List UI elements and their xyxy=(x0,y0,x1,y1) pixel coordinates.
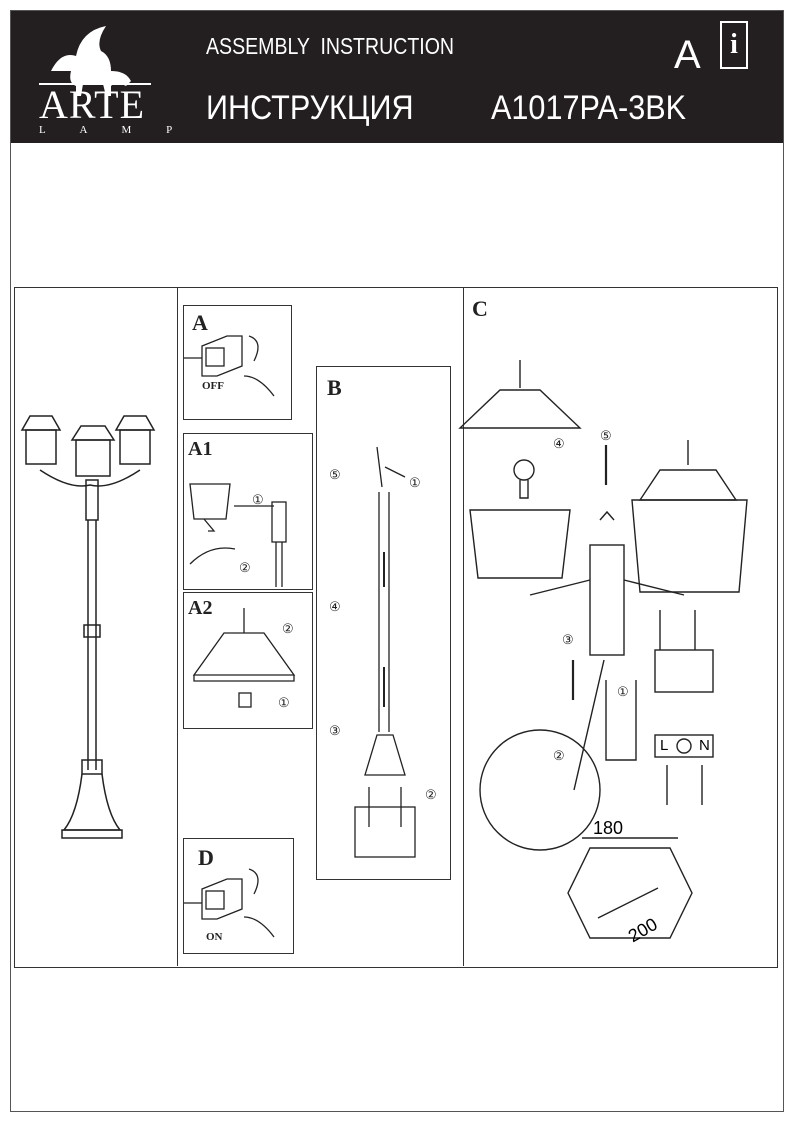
step-number: ③ xyxy=(562,632,574,647)
panel-d-switch-on: D ON xyxy=(183,838,294,954)
griffin-logo-icon xyxy=(39,26,151,96)
title-english: ASSEMBLY INSTRUCTION xyxy=(206,33,455,59)
panel-a-switch-off: A OFF xyxy=(183,305,292,420)
step-number: ① xyxy=(252,492,264,507)
switch-state-off: OFF xyxy=(202,380,224,392)
step-number: ② xyxy=(553,748,565,763)
step-number: ④ xyxy=(553,436,565,451)
pole-assembly-drawing xyxy=(354,446,416,858)
terminal-live-label: L xyxy=(660,737,669,754)
step-number: ③ xyxy=(329,723,341,738)
panel-b-label: B xyxy=(327,375,342,400)
step-number: ① xyxy=(278,695,290,710)
column-divider xyxy=(177,288,178,966)
base-width-dimension: 180 xyxy=(593,818,624,838)
manual-info-icon: i xyxy=(720,21,748,69)
step-number: ⑤ xyxy=(329,467,341,482)
step-number: ① xyxy=(409,475,421,490)
switch-state-on: ON xyxy=(206,931,223,943)
panel-a2-label: A2 xyxy=(188,597,213,619)
step-number: ④ xyxy=(329,599,341,614)
wall-switch-hand-icon xyxy=(184,868,275,938)
wall-switch-hand-icon xyxy=(184,335,275,397)
panel-d-label: D xyxy=(198,845,214,870)
panel-c-label: C xyxy=(472,296,488,321)
step-number: ② xyxy=(282,621,294,636)
step-number: ② xyxy=(239,560,251,575)
step-number: ① xyxy=(617,684,629,699)
panel-a1-label: A1 xyxy=(188,438,213,460)
title-russian: ИНСТРУКЦИЯ xyxy=(206,89,414,127)
panel-a2: A2 ② ① xyxy=(183,592,313,729)
panel-b-pole-assembly: B ⑤ ① ④ ③ ② xyxy=(316,366,451,880)
terminal-neutral-label: N xyxy=(699,737,710,754)
lamp-roof-drawing xyxy=(192,608,296,708)
brand-sub-text: L A M P xyxy=(39,124,189,136)
step-number: ② xyxy=(425,787,437,802)
page-border xyxy=(10,10,784,1112)
column-divider xyxy=(463,288,464,966)
panel-a-label: A xyxy=(192,310,208,335)
panel-a1: A1 ① ② xyxy=(183,433,313,590)
model-number: A1017PA-3BK xyxy=(491,89,687,127)
header-bar: ARTE L A M P ASSEMBLY INSTRUCTION ИНСТРУ… xyxy=(11,11,783,143)
language-badge: A xyxy=(674,33,701,77)
step-number: ⑤ xyxy=(600,428,612,443)
brand-logo-text: ARTE xyxy=(39,82,146,127)
lamp-head-removal-drawing xyxy=(189,483,287,587)
